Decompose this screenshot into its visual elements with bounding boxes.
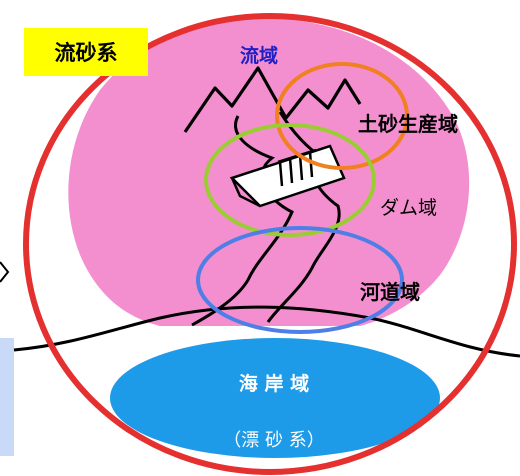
title-badge: 流砂系 [24, 28, 148, 76]
coastal-zone [110, 338, 440, 458]
dam-label: ダム域 [380, 197, 437, 219]
title-text: 流砂系 [54, 41, 118, 65]
littoral-drift-label: （漂 砂 系） [223, 430, 324, 451]
outer-ring [23, 13, 517, 475]
river-ring [196, 226, 404, 334]
mountain-ridge [183, 66, 362, 133]
sediment-production-label: 土砂生産域 [358, 112, 458, 136]
side-panel [0, 338, 14, 456]
river-channel-label: 河道域 [360, 280, 420, 304]
left-arrow-mark [0, 261, 10, 283]
basin-label: 流域 [240, 44, 278, 67]
sediment-production-ring [275, 62, 409, 170]
river-right-bank [266, 111, 341, 323]
dam-ring [204, 123, 376, 237]
coast-label: 海 岸 域 [239, 372, 309, 395]
river-left-bank [191, 115, 294, 327]
coastline [13, 305, 520, 358]
